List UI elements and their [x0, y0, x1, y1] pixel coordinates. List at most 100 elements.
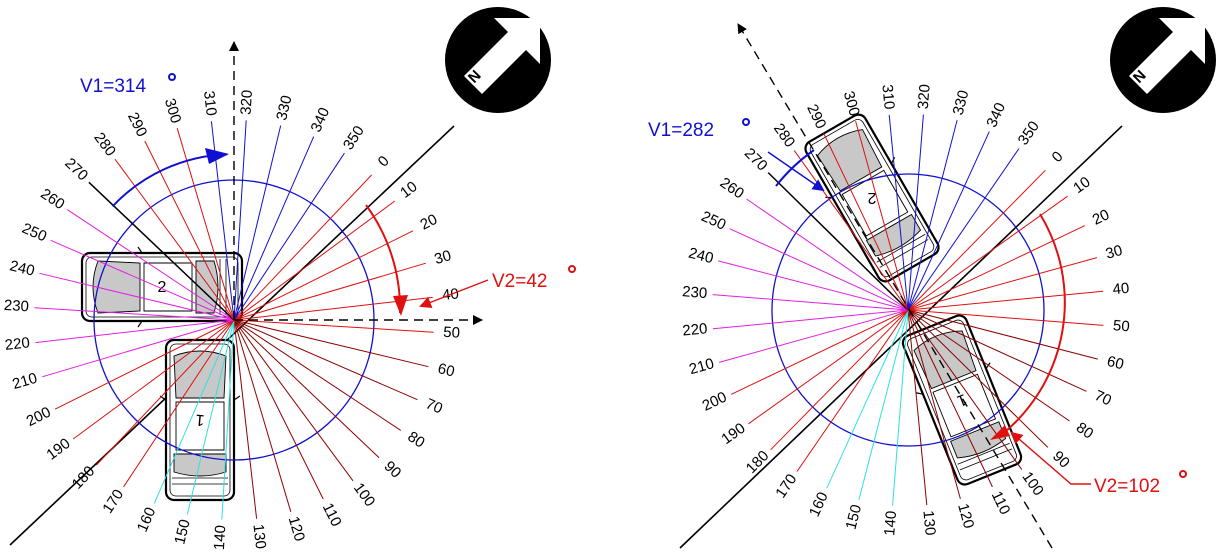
car-1: 1 — [158, 338, 242, 502]
v2-callout-line — [419, 279, 489, 308]
v1-callout-line — [767, 151, 825, 192]
angle-ray-120 — [233, 319, 292, 512]
angle-label-350: 350 — [340, 123, 368, 153]
angle-ray-100 — [907, 309, 1023, 470]
angle-ray-130 — [233, 319, 258, 519]
angle-ray-300 — [855, 120, 909, 311]
car-2: 2 — [80, 245, 244, 329]
angle-ray-70 — [907, 309, 1087, 392]
angle-label-30: 30 — [432, 247, 453, 268]
angle-label-210: 210 — [10, 370, 39, 393]
angle-ray-200 — [730, 309, 909, 395]
angle-ray-0 — [233, 174, 373, 321]
angle-ray-280 — [793, 150, 909, 311]
angle-ray-140 — [221, 319, 235, 520]
angle-label-190: 190 — [43, 435, 73, 464]
angle-ray-120 — [907, 309, 961, 500]
v1-arc — [775, 149, 815, 187]
angle-label-170: 170 — [772, 471, 800, 501]
angle-label-250: 250 — [699, 208, 729, 234]
angle-ray-20 — [907, 225, 1086, 311]
angle-ray-170 — [796, 309, 909, 472]
angle-label-20: 20 — [418, 211, 441, 234]
car-2-number: 2 — [158, 279, 167, 296]
north-arrow-icon: N — [1110, 7, 1216, 113]
v1-degree-mark — [742, 118, 750, 126]
angle-label-160: 160 — [806, 490, 832, 520]
angle-label-30: 30 — [1104, 242, 1125, 263]
angle-label-320: 320 — [915, 84, 934, 110]
angle-ray-220 — [712, 309, 909, 330]
car-2-number: 2 — [867, 189, 876, 206]
angle-ray-340 — [907, 131, 990, 311]
angle-ray-270 — [767, 172, 909, 311]
angle-ray-50 — [907, 309, 1104, 326]
angle-label-10: 10 — [1070, 174, 1093, 198]
angle-ray-70 — [233, 319, 418, 401]
reference-circle — [771, 173, 1045, 447]
angle-ray-30 — [907, 257, 1098, 311]
angle-label-0: 0 — [1049, 148, 1067, 166]
angle-label-100: 100 — [1019, 469, 1047, 499]
angle-label-300: 300 — [161, 96, 184, 125]
angle-ray-0 — [907, 169, 1046, 311]
axis-direction-arrow — [737, 23, 1053, 549]
angle-label-230: 230 — [682, 283, 708, 302]
angle-ray-250 — [729, 228, 909, 311]
angle-ray-260 — [746, 198, 909, 311]
angle-ray-200 — [54, 319, 235, 410]
angle-label-50: 50 — [443, 324, 461, 342]
angle-label-150: 150 — [171, 518, 193, 546]
angle-label-330: 330 — [273, 94, 295, 122]
angle-label-210: 210 — [687, 355, 716, 378]
angle-ray-190 — [748, 309, 909, 425]
angle-label-200: 200 — [24, 404, 54, 430]
angle-ray-170 — [123, 319, 235, 488]
angle-ray-150 — [858, 309, 909, 500]
car-1: 1 — [893, 309, 1031, 491]
angle-label-270: 270 — [61, 155, 91, 185]
angle-label-290: 290 — [124, 110, 150, 140]
angle-label-180: 180 — [69, 463, 99, 493]
angle-label-250: 250 — [19, 220, 49, 246]
angle-label-120: 120 — [954, 502, 977, 531]
angle-ray-330 — [233, 125, 282, 321]
angle-ray-310 — [888, 114, 909, 311]
angle-ray-180 — [770, 309, 909, 451]
angle-ray-130 — [907, 309, 928, 506]
angle-ray-180 — [95, 319, 235, 466]
v1-label: V1=314 — [80, 76, 146, 97]
angle-ray-350 — [907, 148, 1020, 311]
v2-label: V2=42 — [492, 271, 547, 292]
angle-label-270: 270 — [741, 145, 771, 175]
angle-ray-90 — [907, 309, 1049, 448]
angle-label-110: 110 — [988, 489, 1014, 518]
angle-label-130: 130 — [249, 523, 269, 550]
angle-ray-240 — [39, 272, 235, 321]
angle-ray-320 — [907, 114, 924, 311]
angle-ray-240 — [718, 260, 909, 311]
angle-ray-30 — [233, 262, 426, 321]
angle-ray-230 — [712, 294, 909, 311]
angle-ray-40 — [907, 290, 1104, 311]
angle-ray-330 — [907, 120, 958, 311]
angle-label-350: 350 — [1015, 118, 1043, 148]
angle-label-20: 20 — [1090, 206, 1112, 229]
angle-label-290: 290 — [803, 102, 829, 132]
angle-ray-220 — [35, 319, 235, 344]
angle-rays — [712, 114, 1104, 506]
angle-label-90: 90 — [381, 458, 405, 482]
angle-ray-160 — [153, 319, 235, 504]
angle-ray-320 — [233, 120, 247, 321]
angle-ray-260 — [66, 209, 235, 321]
angle-label-190: 190 — [718, 420, 748, 448]
angle-label-60: 60 — [1105, 353, 1125, 374]
angle-label-220: 220 — [682, 320, 709, 339]
angle-label-320: 320 — [238, 89, 256, 115]
angle-label-70: 70 — [1092, 387, 1114, 409]
angle-label-240: 240 — [687, 245, 715, 268]
angle-label-80: 80 — [1073, 419, 1096, 442]
angle-label-70: 70 — [423, 395, 445, 417]
angle-label-260: 260 — [717, 174, 747, 202]
